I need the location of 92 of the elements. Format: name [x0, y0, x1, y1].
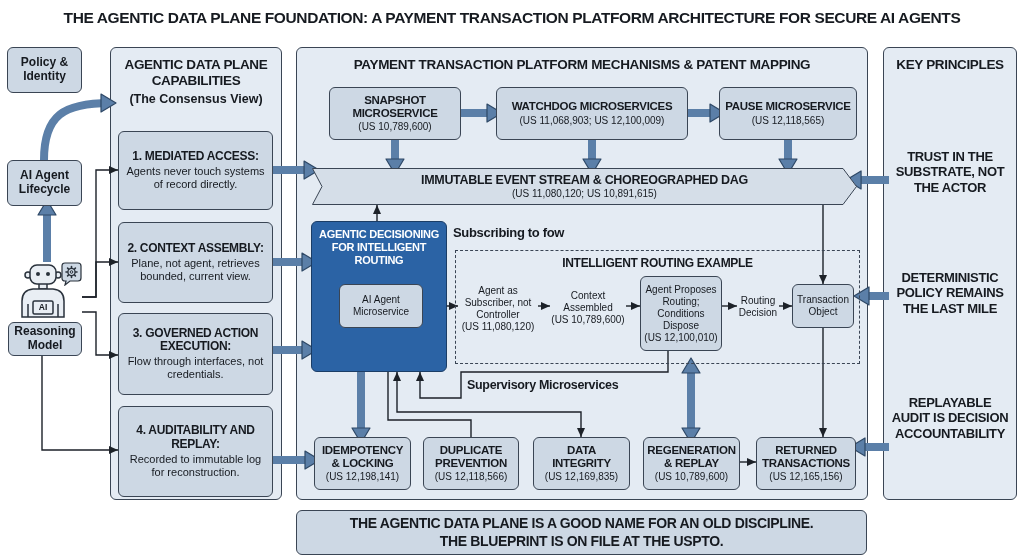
microservice-box	[339, 284, 423, 328]
connector-line	[387, 371, 472, 438]
capability-box	[118, 406, 273, 497]
capability-heading: 2. CONTEXT ASSEMBLY:	[127, 241, 264, 256]
mechanism-heading: PAUSE MICROSERVICE	[725, 100, 851, 114]
mechanism-box	[329, 87, 461, 140]
patent-number: (US 12,118,565)	[751, 114, 825, 127]
flow-step-label: Context Assembled	[562, 290, 614, 314]
arrow	[81, 258, 119, 298]
patent-number: (US 10,789,600)	[358, 121, 432, 134]
mechanism-heading: WATCHDOG MICROSERVICES	[511, 100, 673, 114]
arrow	[537, 302, 551, 310]
mechanism-box	[496, 87, 688, 140]
patent-number: (US 12,118,566)	[434, 471, 508, 484]
decisioning-box	[311, 221, 447, 372]
arrow	[819, 204, 827, 285]
step-box	[640, 276, 722, 351]
mechanism-box	[719, 87, 857, 140]
mechanism-box	[533, 437, 630, 490]
process-box	[7, 47, 82, 93]
step-box	[792, 284, 854, 328]
arrow	[41, 355, 119, 454]
flow-step-label: Agent as Subscriber, not Controller	[463, 285, 533, 321]
edge-label: Supervisory Microservices	[467, 378, 619, 393]
mechanism-box	[314, 437, 411, 490]
node-label: Policy & Identity	[19, 56, 70, 84]
capability-heading: 1. MEDIATED ACCESS:	[132, 149, 259, 164]
flow-step-label: Routing Decision	[737, 295, 779, 319]
curved-arrow	[40, 93, 117, 161]
block-arrow	[853, 286, 889, 306]
principle-text: REPLAYABLE AUDIT IS DECISION ACCOUNTABILITY	[890, 394, 1010, 442]
footer-banner	[296, 510, 867, 555]
panel	[883, 47, 1017, 500]
mechanism-heading: IDEMPOTENCY & LOCKING	[320, 443, 405, 471]
capability-heading: 4. AUDITABILITY AND REPLAY:	[135, 424, 256, 452]
capability-description: Recorded to immutable log for reconstruction.	[128, 452, 263, 479]
node-label: Agent Proposes Routing; Conditions Dispose	[644, 283, 718, 332]
panel-heading: PAYMENT TRANSACTION PLATFORM MECHANISMS & PATENT MAPPING	[353, 57, 811, 74]
arrow	[625, 302, 641, 310]
patent-number: (US 12,198,141)	[325, 471, 400, 484]
node-label: AI Agent Microservice	[351, 294, 411, 318]
mechanism-box	[423, 437, 519, 490]
arrow	[81, 311, 119, 359]
node-label: AI Agent Lifecycle	[17, 169, 72, 197]
footer-text: THE BLUEPRINT IS ON FILE AT THE USPTO.	[439, 532, 724, 550]
mechanism-box	[643, 437, 740, 490]
panel-subtitle: (The Consensus View)	[129, 92, 263, 108]
capability-heading: 3. GOVERNED ACTION EXECUTION:	[131, 326, 260, 355]
mechanism-heading: DATA INTEGRITY	[551, 443, 612, 471]
panel-heading: AGENTIC DATA PLANE CAPABILITIES	[123, 57, 269, 90]
dashed-group-frame	[455, 250, 860, 364]
patent-number: (US 12,100,010)	[644, 331, 718, 344]
patent-number: (US 10,789,600)	[551, 314, 625, 326]
double-arrow	[393, 371, 585, 438]
patent-number: (US 10,789,600)	[654, 471, 729, 484]
band-heading: IMMUTABLE EVENT STREAM & CHOREOGRAPHED DAG	[421, 173, 748, 188]
group-heading: INTELLIGENT ROUTING EXAMPLE	[562, 256, 753, 271]
patent-number: (US 11,080,120)	[461, 321, 535, 333]
process-box	[7, 160, 82, 206]
patent-number: (US 11,080,120; US 10,891,615)	[512, 187, 657, 200]
mechanism-heading: SNAPSHOT MICROSERVICE	[351, 93, 439, 121]
arrow	[778, 302, 793, 310]
mechanism-heading: RETURNED TRANSACTIONS	[761, 443, 851, 471]
diagram-title: THE AGENTIC DATA PLANE FOUNDATION: A PAYMENT TRANSACTION PLATFORM ARCHITECTURE FOR SECURE AI AGENTS	[63, 9, 961, 28]
node-label: Reasoning Model	[13, 325, 77, 353]
arrow	[819, 327, 827, 438]
footer-text: THE AGENTIC DATA PLANE IS A GOOD NAME FOR AN OLD DISCIPLINE.	[349, 515, 814, 533]
mechanism-heading: DUPLICATE PREVENTION	[434, 443, 508, 471]
capability-description: Plane, not agent, retrieves bounded, current view.	[130, 256, 261, 284]
arrow	[721, 302, 738, 310]
capability-box	[118, 313, 273, 395]
mechanism-box	[756, 437, 856, 490]
capability-box	[118, 131, 273, 210]
principle-text: TRUST IN THE SUBSTRATE, NOT THE ACTOR	[894, 148, 1006, 196]
patent-number: (US 12,165,156)	[769, 471, 843, 484]
capability-description: Flow through interfaces, not credentials.	[126, 355, 265, 382]
capability-description: Agents never touch systems of record directly.	[125, 164, 266, 192]
mechanism-heading: REGENERATION & REPLAY	[647, 443, 736, 471]
panel	[296, 47, 868, 500]
chest-label: AI	[38, 303, 48, 312]
annotation-text: Subscribing to fow	[453, 225, 565, 241]
node-label: Transaction Object	[796, 294, 850, 318]
capability-box	[118, 222, 273, 303]
principle-text: DETERMINISTIC POLICY REMAINS THE LAST MILE	[895, 269, 1005, 317]
patent-number: (US 11,068,903; US 12,100,009)	[519, 114, 665, 127]
decisioning-heading: AGENTIC DECISIONING FOR INTELLIGENT ROUTING	[317, 228, 441, 268]
panel-heading: KEY PRINCIPLES	[896, 57, 1004, 74]
arrow	[739, 458, 757, 466]
arrow	[416, 350, 669, 399]
panel	[110, 47, 282, 500]
patent-number: (US 12,169,835)	[544, 471, 619, 484]
arrow	[373, 204, 381, 222]
